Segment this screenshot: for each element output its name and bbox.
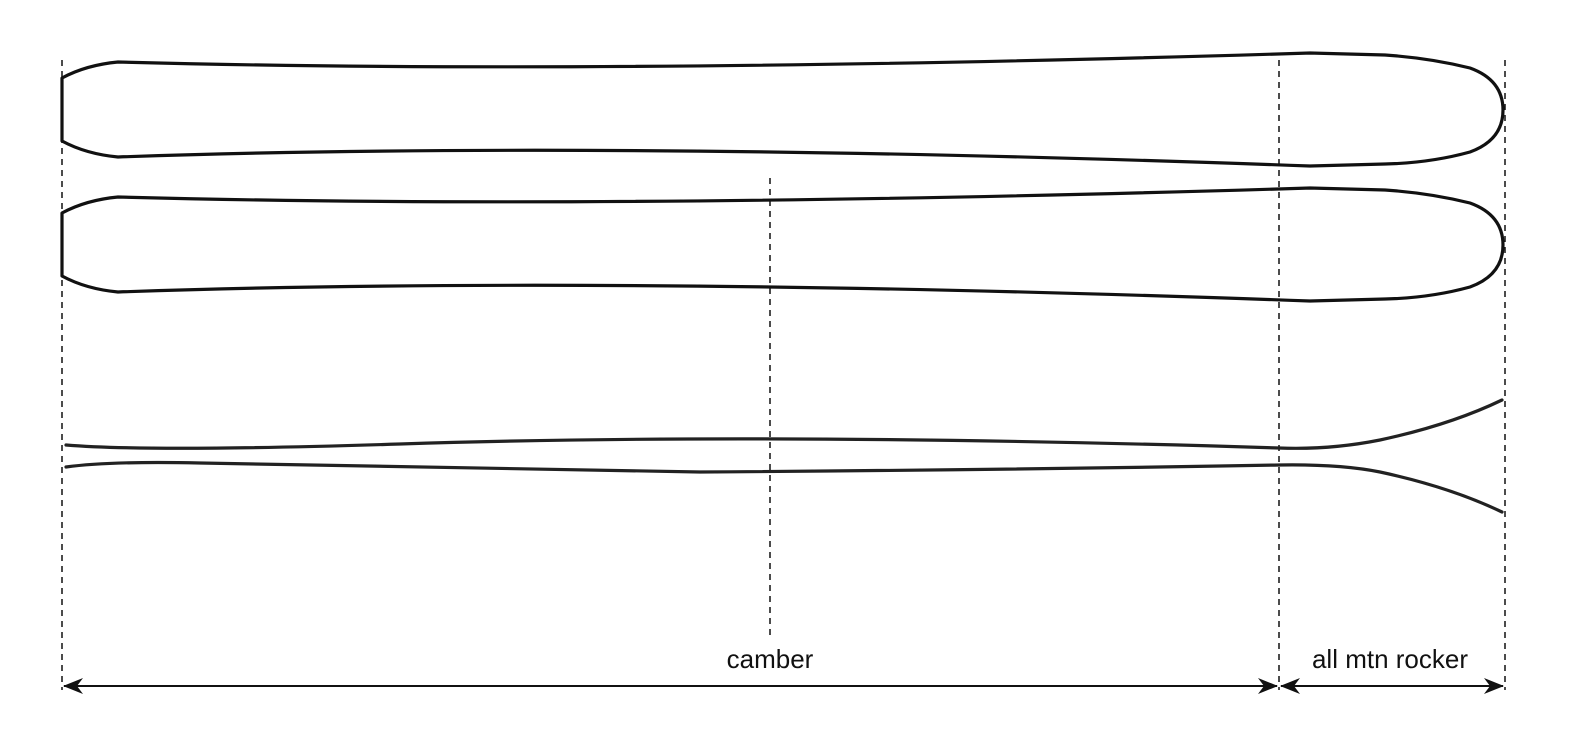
ski-side-profile-bottom-line [64,460,1504,514]
ski-outline-top-2 [60,186,1505,303]
camber-label: camber [727,644,814,674]
ski-side-profile-top-line [64,398,1504,450]
rocker-label: all mtn rocker [1312,644,1468,674]
ski-outline-top-1 [60,51,1505,168]
